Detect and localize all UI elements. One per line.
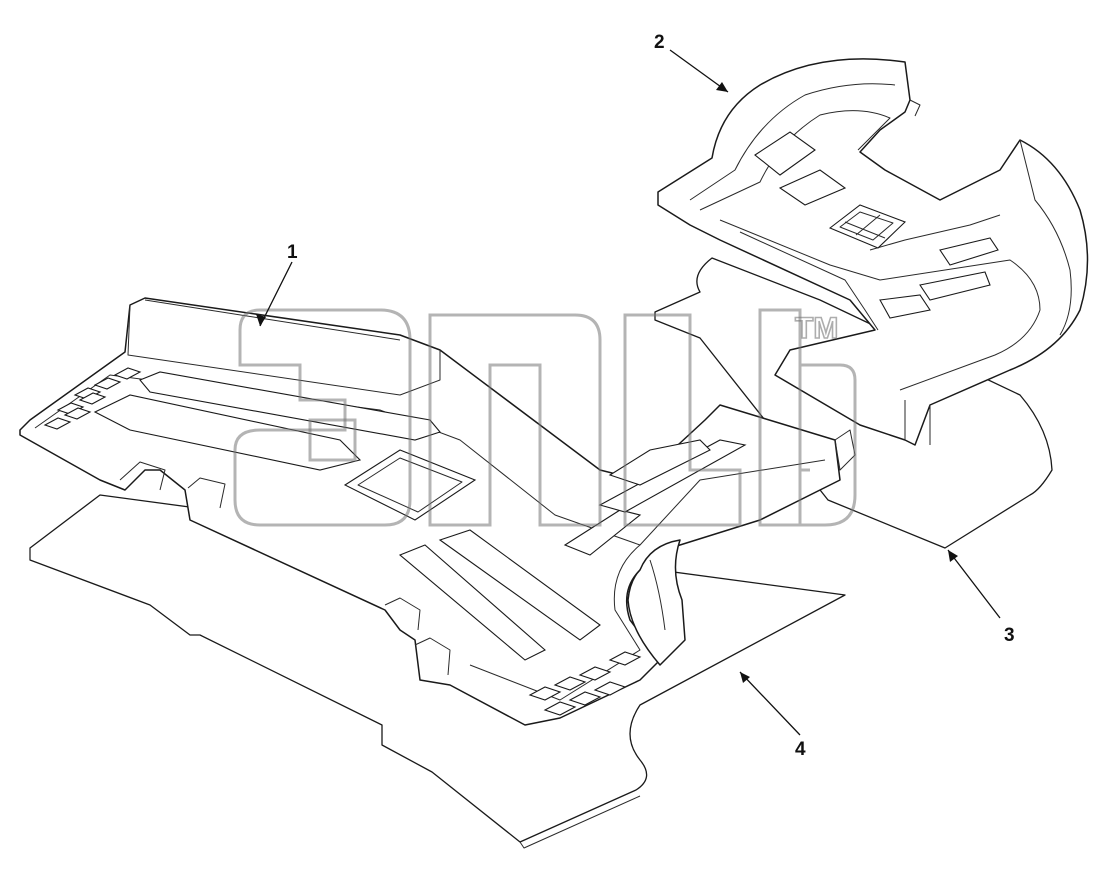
watermark: TM [233,308,857,527]
part-2-rear-floor-cover [657,58,1089,446]
callout-1: 1 [287,242,298,263]
callout-3: 3 [1004,625,1015,646]
watermark-tm: TM [795,312,838,345]
callout-4: 4 [795,739,806,760]
callout-leaders [256,49,1001,736]
callout-2: 2 [654,32,665,53]
